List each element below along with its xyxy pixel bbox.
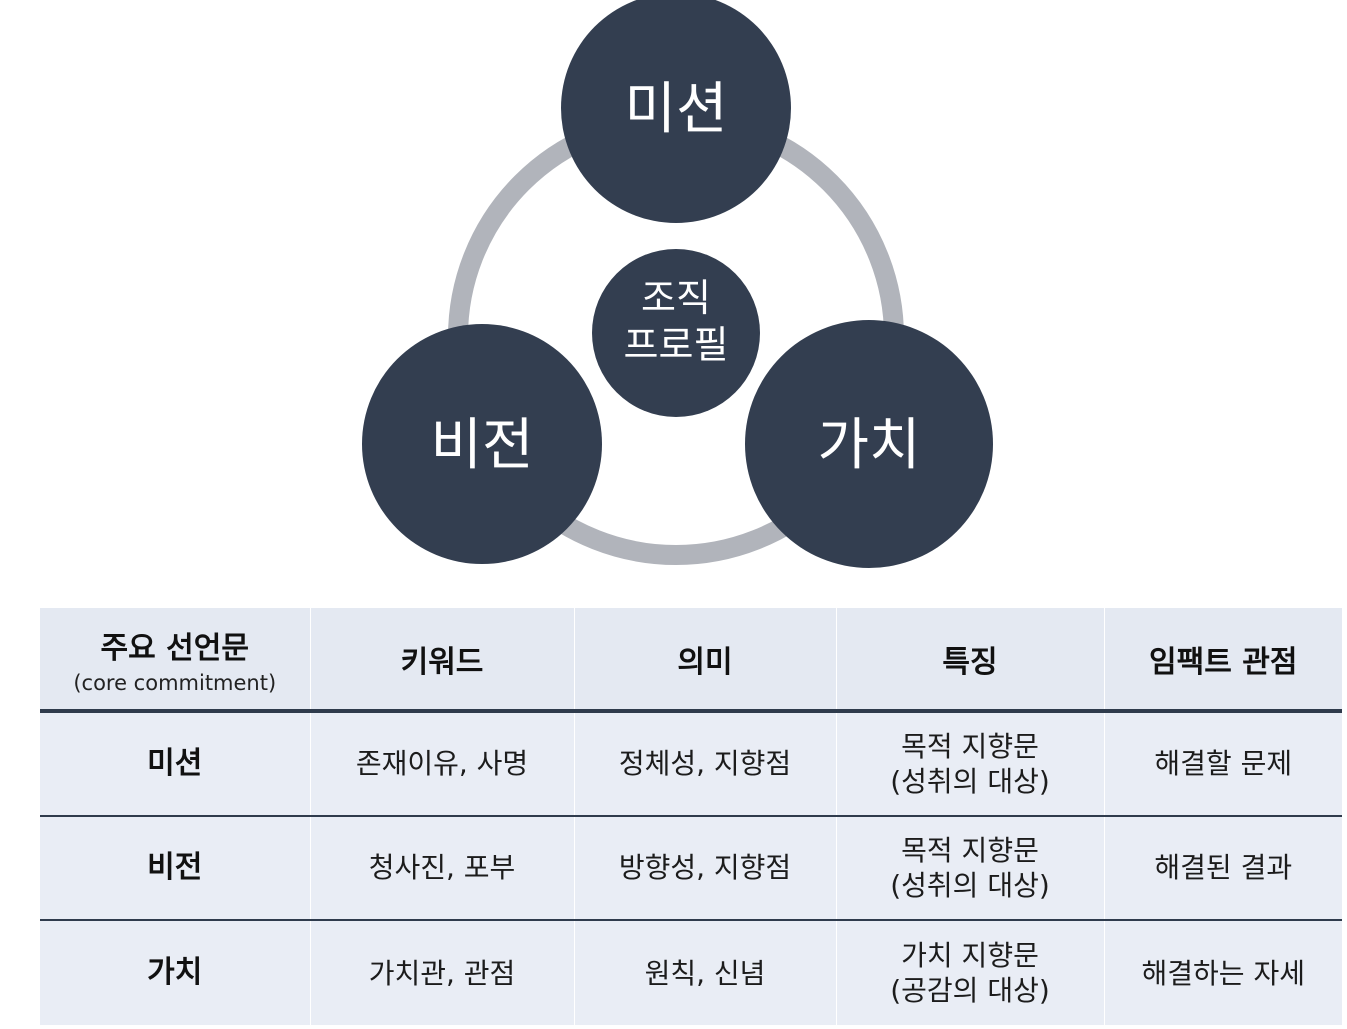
mission-node <box>561 0 791 223</box>
row-meaning: 원칙, 신념 <box>573 920 837 1025</box>
header-feature: 특징 <box>835 608 1105 713</box>
row-feature-line2: (성취의 대상) <box>890 764 1050 798</box>
header-core-commitment: 주요 선언문 (core commitment) <box>40 608 311 713</box>
row-keyword: 가치관, 관점 <box>309 920 575 1025</box>
row-feature-line1: 목적 지향문 <box>901 729 1039 763</box>
row-keyword: 존재이유, 사명 <box>309 711 575 817</box>
row-keyword: 청사진, 포부 <box>309 815 575 922</box>
table-row: 비전 청사진, 포부 방향성, 지향점 목적 지향문 (성취의 대상) 해결된 … <box>40 815 1342 922</box>
table-row: 미션 존재이유, 사명 정체성, 지향점 목적 지향문 (성취의 대상) 해결할… <box>40 711 1342 817</box>
row-feature-line1: 목적 지향문 <box>901 833 1039 867</box>
mission-node-label: 미션 <box>624 77 727 142</box>
row-feature: 목적 지향문 (성취의 대상) <box>835 711 1105 817</box>
header-meaning: 의미 <box>573 608 837 713</box>
table-row: 가치 가치관, 관점 원칙, 신념 가치 지향문 (공감의 대상) 해결하는 자… <box>40 920 1342 1025</box>
header-title: 주요 선언문 <box>100 630 249 666</box>
row-feature: 목적 지향문 (성취의 대상) <box>835 815 1105 922</box>
value-node-label: 가치 <box>817 413 920 478</box>
row-impact: 해결할 문제 <box>1103 711 1342 817</box>
row-impact: 해결된 결과 <box>1103 815 1342 922</box>
row-feature: 가치 지향문 (공감의 대상) <box>835 920 1105 1025</box>
row-feature-line1: 가치 지향문 <box>901 939 1039 973</box>
row-meaning: 방향성, 지향점 <box>573 815 837 922</box>
row-name: 가치 <box>40 920 311 1025</box>
value-node <box>745 320 993 568</box>
vision-node-label: 비전 <box>430 413 533 478</box>
row-name: 미션 <box>40 711 311 817</box>
vision-node <box>362 324 602 564</box>
row-feature-line2: (공감의 대상) <box>890 974 1050 1008</box>
table-header-row: 주요 선언문 (core commitment) 키워드 의미 특징 임팩트 관… <box>40 608 1342 713</box>
header-keyword: 키워드 <box>309 608 575 713</box>
row-impact: 해결하는 자세 <box>1103 920 1342 1025</box>
center-node-label-line1: 조직 <box>641 276 711 320</box>
center-node <box>592 249 760 417</box>
row-feature-line2: (성취의 대상) <box>890 868 1050 902</box>
header-impact: 임팩트 관점 <box>1103 608 1342 713</box>
header-subtitle: (core commitment) <box>73 670 277 695</box>
organization-profile-diagram: 조직 프로필 미션 비전 가치 <box>362 0 993 568</box>
core-commitment-table: 주요 선언문 (core commitment) 키워드 의미 특징 임팩트 관… <box>40 608 1342 1029</box>
row-name: 비전 <box>40 815 311 922</box>
row-meaning: 정체성, 지향점 <box>573 711 837 817</box>
center-node-label-line2: 프로필 <box>624 323 729 367</box>
